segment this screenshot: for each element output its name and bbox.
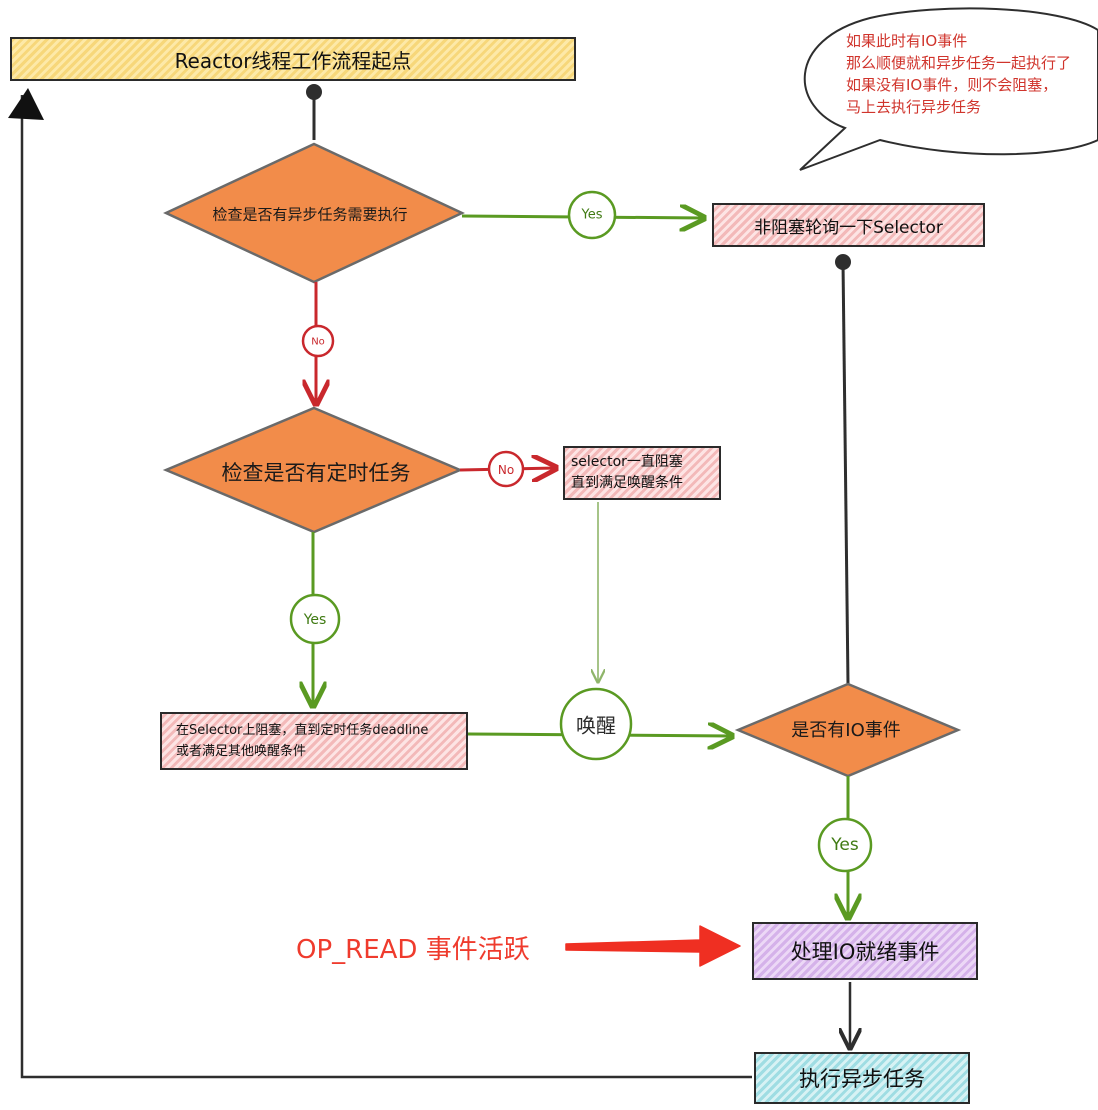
wake-label: 唤醒: [576, 713, 616, 738]
block-on-selector-line-2: 或者满足其他唤醒条件: [176, 744, 307, 759]
loop-back-edge: [20, 95, 752, 1079]
io-yes-circle: [817, 817, 873, 873]
async-yes-label: Yes: [581, 207, 603, 223]
check-async-diamond: [163, 142, 465, 284]
connector-dot: [306, 84, 322, 100]
has-io-label: 是否有IO事件: [791, 720, 901, 741]
timer-yes-label: Yes: [303, 612, 327, 628]
callout-text: 如果此时有IO事件 那么顺便就和异步任务一起执行了 如果没有IO事件，则不会阻塞…: [846, 30, 1071, 118]
block-on-selector-line-1: 在Selector上阻塞，直到定时任务deadline: [176, 723, 429, 738]
poll-to-has-io-edge: [841, 261, 850, 685]
async-yes-circle: [567, 190, 617, 240]
callout-line-2: 那么顺便就和异步任务一起执行了: [846, 54, 1072, 72]
selector-block-line-1: selector一直阻塞: [571, 454, 683, 470]
callout-line-1: 如果此时有IO事件: [846, 32, 968, 50]
start-node: Reactor线程工作流程起点: [10, 37, 576, 81]
timer-no-circle: [487, 450, 525, 488]
loop-back-arrowhead: [8, 88, 44, 120]
async-no-circle: [301, 324, 335, 358]
op-read-annotation: OP_READ 事件活跃: [296, 935, 530, 965]
block-on-selector-node: 在Selector上阻塞，直到定时任务deadline 或者满足其他唤醒条件: [160, 712, 468, 770]
check-timer-label: 检查是否有定时任务: [221, 461, 411, 485]
connector-dot: [835, 254, 851, 270]
nonblocking-poll-node: 非阻塞轮询一下Selector: [712, 203, 985, 247]
wake-circle: [559, 687, 633, 761]
timer-no-label: No: [497, 463, 515, 477]
callout-line-3: 如果没有IO事件，则不会阻塞，: [846, 76, 1058, 94]
callout-line-4: 马上去执行异步任务: [846, 98, 982, 116]
timer-yes-circle: [289, 593, 341, 645]
op-read-arrow: [565, 925, 741, 967]
io-yes-label: Yes: [831, 835, 859, 855]
process-io-node: 处理IO就绪事件: [752, 922, 978, 980]
check-async-label: 检查是否有异步任务需要执行: [212, 205, 408, 224]
selector-block-line-2: 直到满足唤醒条件: [571, 475, 683, 491]
callout-bubble: [799, 7, 1098, 171]
selector-block-node: selector一直阻塞 直到满足唤醒条件: [563, 446, 721, 500]
run-async-node: 执行异步任务: [754, 1052, 970, 1104]
async-no-label: No: [311, 336, 325, 348]
